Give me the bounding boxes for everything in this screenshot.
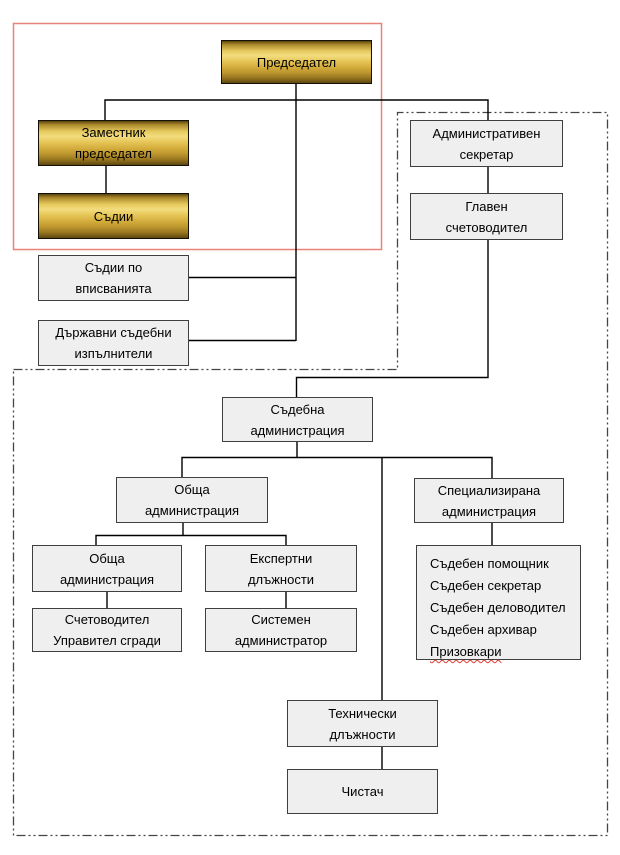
list-item: Съдебен деловодител <box>430 600 566 615</box>
node-predsedatel: Председател <box>221 40 372 84</box>
node-obshta-administratsia: Обща администрация <box>32 545 182 592</box>
node-spetsializirana-administratsia: Специализирана администрация <box>414 478 564 523</box>
node-zamestnik-predsedatel: Заместник председател <box>38 120 189 166</box>
dashed-frame <box>12 111 609 837</box>
list-item-spellcheck-flagged: Призовкари <box>430 644 502 659</box>
node-sadii-po-vpisvaniyata: Съдии по вписванията <box>38 255 189 301</box>
node-administrativen-sekretar: Административен секретар <box>410 120 563 167</box>
node-spetsializirana-spisak: Съдебен помощник Съдебен секретар Съдебе… <box>416 545 581 660</box>
connector-sadebna-branch <box>181 456 493 478</box>
list-item: Съдебен секретар <box>430 578 542 593</box>
node-tehnicheski-dlazhnosti: Технически длъжности <box>287 700 438 747</box>
connector-top-branch <box>104 99 489 120</box>
node-chistach: Чистач <box>287 769 438 814</box>
node-schetovoditel-upravitel: Счетоводител Управител сгради <box>32 608 182 652</box>
node-sadii: Съдии <box>38 193 189 239</box>
node-glaven-schetovoditel: Главен счетоводител <box>410 193 563 240</box>
list-item: Съдебен помощник <box>430 556 549 571</box>
connector-schetovoditel-sadebna <box>295 240 489 397</box>
red-frame <box>12 22 383 251</box>
connector-obshta-branch <box>95 534 287 545</box>
node-darzhavni-izpalniteli: Държавни съдебни изпълнители <box>38 320 189 366</box>
node-obshta-administratsia-group: Обща администрация <box>116 477 268 523</box>
node-sistemen-administrator: Системен администратор <box>205 608 357 652</box>
node-sadebna-administratsia: Съдебна администрация <box>222 397 373 442</box>
node-ekspertni-dlazhnosti: Експертни длъжности <box>205 545 357 592</box>
list-item: Съдебен архивар <box>430 622 537 637</box>
